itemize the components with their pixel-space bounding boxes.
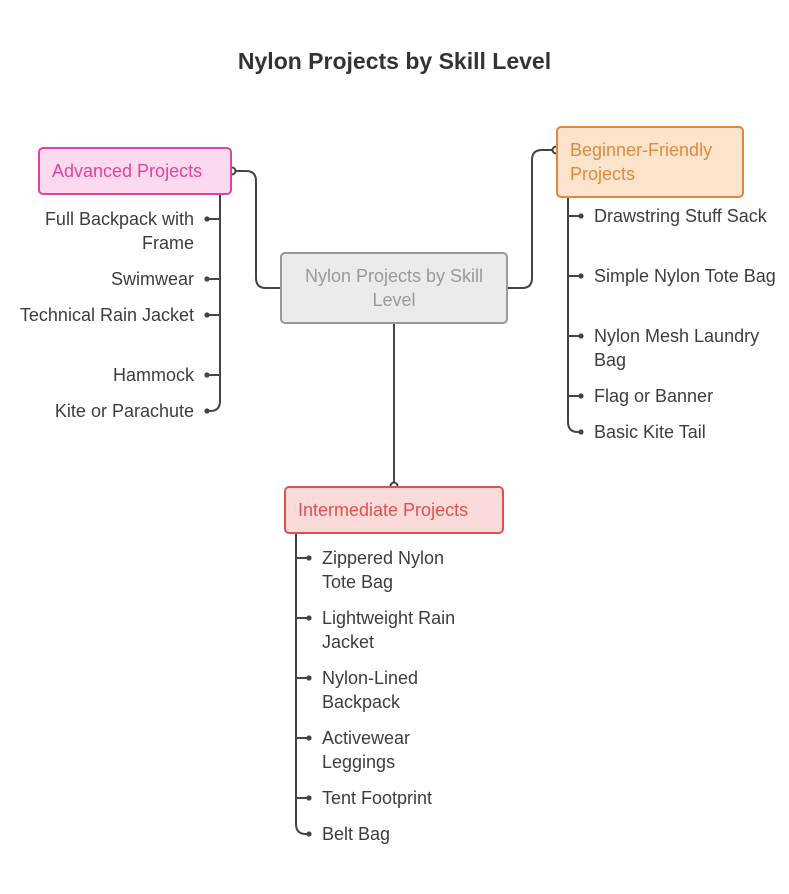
- beginner-projects-label: Beginner-Friendly Projects: [570, 140, 713, 184]
- spine-beginner: [567, 198, 581, 433]
- advanced-projects-label: Advanced Projects: [52, 161, 203, 181]
- intermediate-item: Belt Bag: [322, 824, 391, 844]
- intermediate-item: Tent Footprint: [322, 788, 433, 808]
- advanced-item: Hammock: [112, 365, 194, 385]
- spine-advanced: [207, 195, 221, 412]
- beginner-item: Simple Nylon Tote Bag: [594, 266, 776, 286]
- beginner-item: Basic Kite Tail: [594, 422, 706, 442]
- intermediate-projects-label: Intermediate Projects: [298, 500, 469, 520]
- intermediate-item: Activewear Leggings: [322, 728, 411, 772]
- beginner-item: Flag or Banner: [594, 386, 714, 406]
- diagram-title: Nylon Projects by Skill Level: [237, 48, 552, 74]
- intermediate-item: Zippered Nylon Tote Bag: [322, 548, 445, 592]
- center-node[interactable]: Nylon Projects by Skill Level: [280, 252, 508, 324]
- link-center-beginner: [508, 149, 556, 289]
- beginner-item: Drawstring Stuff Sack: [594, 206, 767, 226]
- advanced-item: Technical Rain Jacket: [19, 305, 194, 325]
- beginner-item: Nylon Mesh Laundry Bag: [594, 326, 760, 370]
- advanced-item: Swimwear: [110, 269, 194, 289]
- center-node-label: Nylon Projects by Skill Level: [304, 266, 484, 310]
- intermediate-projects-node[interactable]: Intermediate Projects: [284, 486, 504, 534]
- spine-intermediate: [295, 534, 309, 835]
- intermediate-item: Lightweight Rain Jacket: [322, 608, 456, 652]
- advanced-projects-node[interactable]: Advanced Projects: [38, 147, 232, 195]
- beginner-projects-node[interactable]: Beginner-Friendly Projects: [556, 126, 744, 198]
- advanced-item: Full Backpack with Frame: [44, 209, 194, 253]
- advanced-item: Kite or Parachute: [54, 401, 194, 421]
- link-center-advanced: [232, 170, 280, 289]
- intermediate-item: Nylon-Lined Backpack: [322, 668, 419, 712]
